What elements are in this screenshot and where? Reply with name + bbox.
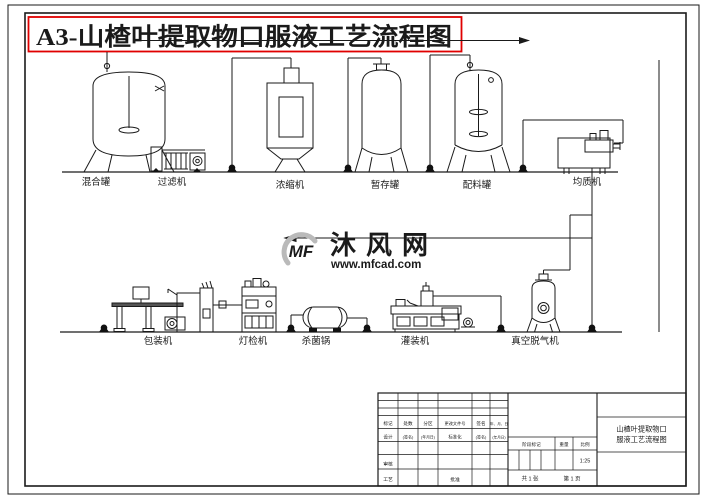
equipment-label: 灯检机 [239,335,268,347]
tb-rev-header: 更改文件号 [445,420,466,427]
mixing-tank [83,52,175,173]
equipment-label: 混合罐 [82,176,111,188]
tb-sign-cell: (年月日) [492,435,505,440]
tb-sheet-page: 第 1 页 [563,475,581,483]
tb-rev-header: 处数 [403,420,413,427]
equipment-label: 均质机 [573,176,602,188]
equipment-label: 过滤机 [158,176,187,188]
equipment-label: 暂存罐 [371,179,400,191]
equipment-label: 浓缩机 [276,179,305,191]
main-title-block: A3-山楂叶提取物口服液工艺流程图 [27,16,530,53]
tb-scale-value: 1:25 [580,459,591,465]
equipment-label: 包装机 [144,335,173,347]
watermark-logo-text: MF [289,242,314,261]
tb-approve-label: 批准 [450,476,460,483]
tb-check-label: 审核 [383,461,393,468]
process-diagram [60,52,660,333]
concentrator [231,57,314,173]
pump-icons [99,164,597,332]
batching-tank [429,54,511,173]
tb-rev-header: 分区 [423,420,433,427]
watermark-site-url: www.mfcad.com [330,259,421,271]
storage-tank [347,57,409,173]
tb-craft-label: 工艺 [383,477,393,483]
equipment-label: 灌装机 [401,335,430,347]
light-inspection-machine [241,278,277,333]
tb-sheet-total: 共 1 张 [521,475,539,483]
main-title-box [27,16,463,53]
packaging-machine [111,280,242,333]
equipment-label: 杀菌锅 [302,335,331,347]
tb-sign-cell: (签名) [403,434,414,440]
title-block-text: 标记 处数 分区 更改文件号 签名 年、月、日 设计 (签名) (年月日) 标准… [383,420,666,483]
tb-sign-cell: (年月日) [421,435,436,440]
filter-machine [150,146,206,172]
tb-rev-header: 标记 [383,420,393,427]
vacuum-degasser [526,214,592,333]
homogenizer [522,119,624,327]
equipment-label: 真空脱气机 [511,335,559,347]
tb-drawing-name: 山楂叶提取物口 [616,425,666,434]
tb-drawing-name: 服液工艺流程图 [616,435,666,444]
watermark-site-name: 沐风网 [330,230,438,260]
filling-machine [390,282,502,332]
sterilizer-pot [290,306,368,332]
tb-scale-label: 比例 [580,441,590,448]
tb-sign-cell: (签名) [476,434,487,440]
equipment-label: 配料罐 [463,179,492,191]
tb-rev-header: 年、月、日 [490,421,508,426]
drawing-frame [7,4,700,495]
tb-rev-header: 签名 [476,420,485,427]
mfcad-logo-icon [281,232,318,266]
tb-weight-label: 重量 [559,441,569,448]
page-title: A3-山楂叶提取物口服液工艺流程图 [36,22,452,51]
tb-stage-mark-label: 阶段标记 [522,441,541,448]
tb-sign-cell: 标准化 [448,434,462,441]
tb-sign-cell: 设计 [383,434,393,441]
watermark: MF 沐风网 www.mfcad.com [281,230,438,271]
equipment-labels: 混合罐 过滤机 浓缩机 暂存罐 配料罐 均质机 包装机 灯检机 杀菌锅 灌装机 … [82,176,602,347]
title-block [377,392,687,487]
flow-arrow-right-icon [519,37,530,44]
